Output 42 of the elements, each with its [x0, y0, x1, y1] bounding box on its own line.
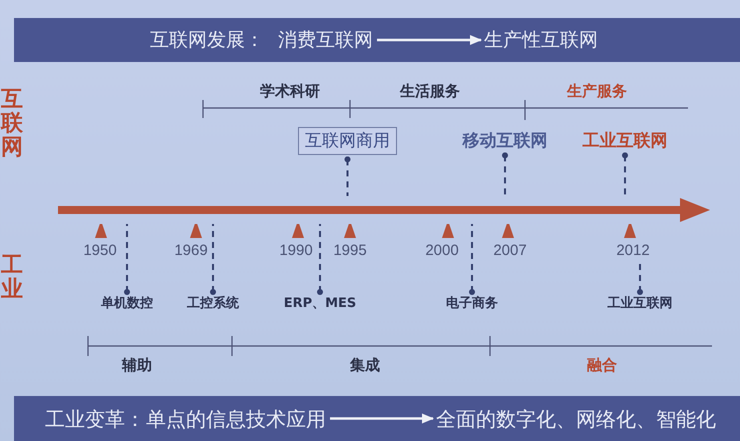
year-label: 1990: [279, 242, 313, 260]
year-label: 1969: [174, 242, 208, 260]
dashed-leader-line: [344, 156, 350, 196]
dashed-leader-line: [622, 152, 628, 196]
milestone-text: 工业互联网: [582, 131, 668, 152]
banner-text: 全面的数字化、网络化、智能化: [436, 406, 716, 430]
milestone-text: 工业互联网: [608, 296, 672, 312]
banner-heading: 工业变革：: [45, 406, 145, 430]
milestone-text: 移动互联网: [462, 131, 548, 152]
banner-heading: 互联网发展：: [150, 28, 264, 52]
timeline-arrow: [58, 198, 710, 222]
milestone-text: ERP、MES: [284, 296, 356, 312]
milestone-text: 电子商务: [446, 296, 498, 312]
phase-label: 集成: [350, 356, 380, 374]
banner-band: [14, 18, 740, 62]
dashed-leader-line: [637, 261, 643, 295]
year-label: 1950: [83, 242, 117, 260]
banner-text: 生产性互联网: [484, 28, 598, 52]
side-label: 互联网: [1, 88, 23, 161]
phase-label: 融合: [587, 356, 617, 374]
banner-band: [14, 396, 740, 441]
year-label: 2012: [616, 242, 650, 260]
dashed-leader-line: [210, 224, 216, 295]
phase-label: 生产服务: [567, 82, 627, 100]
year-label: 2007: [493, 242, 527, 260]
dashed-leader-line: [124, 224, 130, 295]
phase-label: 生活服务: [400, 82, 460, 100]
milestone-text: 工控系统: [187, 296, 239, 312]
side-label: 工业: [1, 254, 23, 302]
phase-label: 学术科研: [260, 82, 320, 100]
banner-text: 消费互联网: [278, 28, 373, 52]
milestone-text: 单机数控: [101, 296, 153, 312]
dashed-leader-line: [469, 224, 475, 295]
year-label: 1995: [333, 242, 367, 260]
dashed-leader-line: [317, 224, 323, 295]
year-label: 2000: [425, 242, 459, 260]
banner-text: 单点的信息技术应用: [146, 406, 326, 430]
dashed-leader-line: [502, 152, 508, 196]
phase-label: 辅助: [122, 356, 152, 374]
arrow: [330, 414, 434, 424]
arrow: [377, 35, 482, 45]
boxed-label: 互联网商用: [298, 127, 397, 156]
